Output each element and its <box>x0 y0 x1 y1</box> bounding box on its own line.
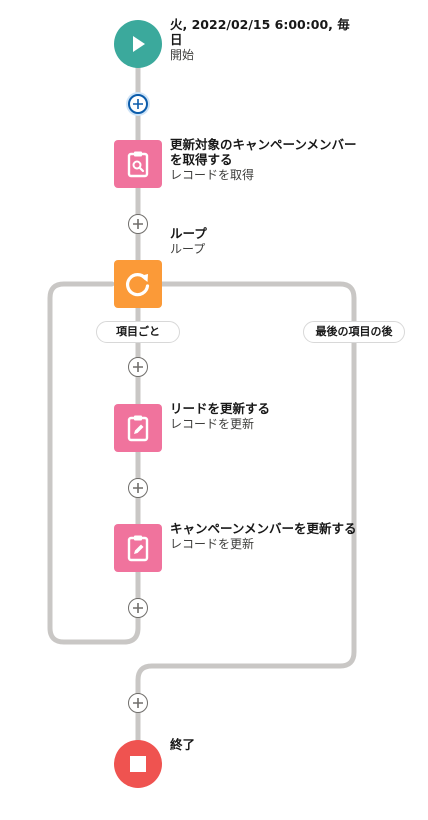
start-label: 火, 2022/02/15 6:00:00, 毎日 開始 <box>170 17 360 63</box>
edit-clipboard-icon <box>127 535 149 562</box>
loop-label: ループ ループ <box>170 226 360 257</box>
plus-icon <box>133 698 143 708</box>
plus-icon <box>133 603 143 613</box>
update-campaign-member-label: キャンペーンメンバーを更新する レコードを更新 <box>170 521 360 552</box>
plus-icon <box>133 483 143 493</box>
end-label: 終了 <box>170 737 360 752</box>
play-icon <box>133 36 145 52</box>
end-title: 終了 <box>170 737 196 752</box>
add-element-button[interactable] <box>128 357 148 377</box>
loop-subtitle: ループ <box>170 242 206 256</box>
plus-icon <box>133 362 143 372</box>
connector-loop-return <box>47 281 141 645</box>
search-clipboard-icon <box>127 151 149 178</box>
get-records-subtitle: レコードを取得 <box>170 168 255 182</box>
branch-label-for-each-item[interactable]: 項目ごと <box>96 321 180 343</box>
end-node[interactable] <box>114 740 162 788</box>
loop-node[interactable] <box>114 260 162 308</box>
update-campaign-member-node[interactable] <box>114 524 162 572</box>
add-element-button[interactable] <box>128 94 148 114</box>
update-campaign-member-subtitle: レコードを更新 <box>170 537 255 551</box>
get-records-node[interactable] <box>114 140 162 188</box>
update-lead-subtitle: レコードを更新 <box>170 417 255 431</box>
loop-title: ループ <box>170 226 207 241</box>
update-lead-label: リードを更新する レコードを更新 <box>170 401 360 432</box>
edit-clipboard-icon <box>127 415 149 442</box>
add-element-button[interactable] <box>128 478 148 498</box>
start-node[interactable] <box>114 20 162 68</box>
update-campaign-member-title: キャンペーンメンバーを更新する <box>170 521 357 536</box>
stop-icon <box>130 756 146 772</box>
start-title: 火, 2022/02/15 6:00:00, 毎日 <box>170 17 350 47</box>
add-element-button[interactable] <box>128 693 148 713</box>
update-lead-title: リードを更新する <box>170 401 271 416</box>
branch-label-after-last-item[interactable]: 最後の項目の後 <box>303 321 405 343</box>
add-element-button[interactable] <box>128 214 148 234</box>
get-records-label: 更新対象のキャンペーンメンバーを取得する レコードを取得 <box>170 137 360 183</box>
add-element-button[interactable] <box>128 598 148 618</box>
get-records-title: 更新対象のキャンペーンメンバーを取得する <box>170 137 357 167</box>
update-lead-node[interactable] <box>114 404 162 452</box>
plus-icon <box>133 99 143 109</box>
loop-arrow-icon <box>126 273 150 297</box>
connector-after-last <box>135 281 357 745</box>
start-subtitle: 開始 <box>170 48 195 62</box>
plus-icon <box>133 219 143 229</box>
